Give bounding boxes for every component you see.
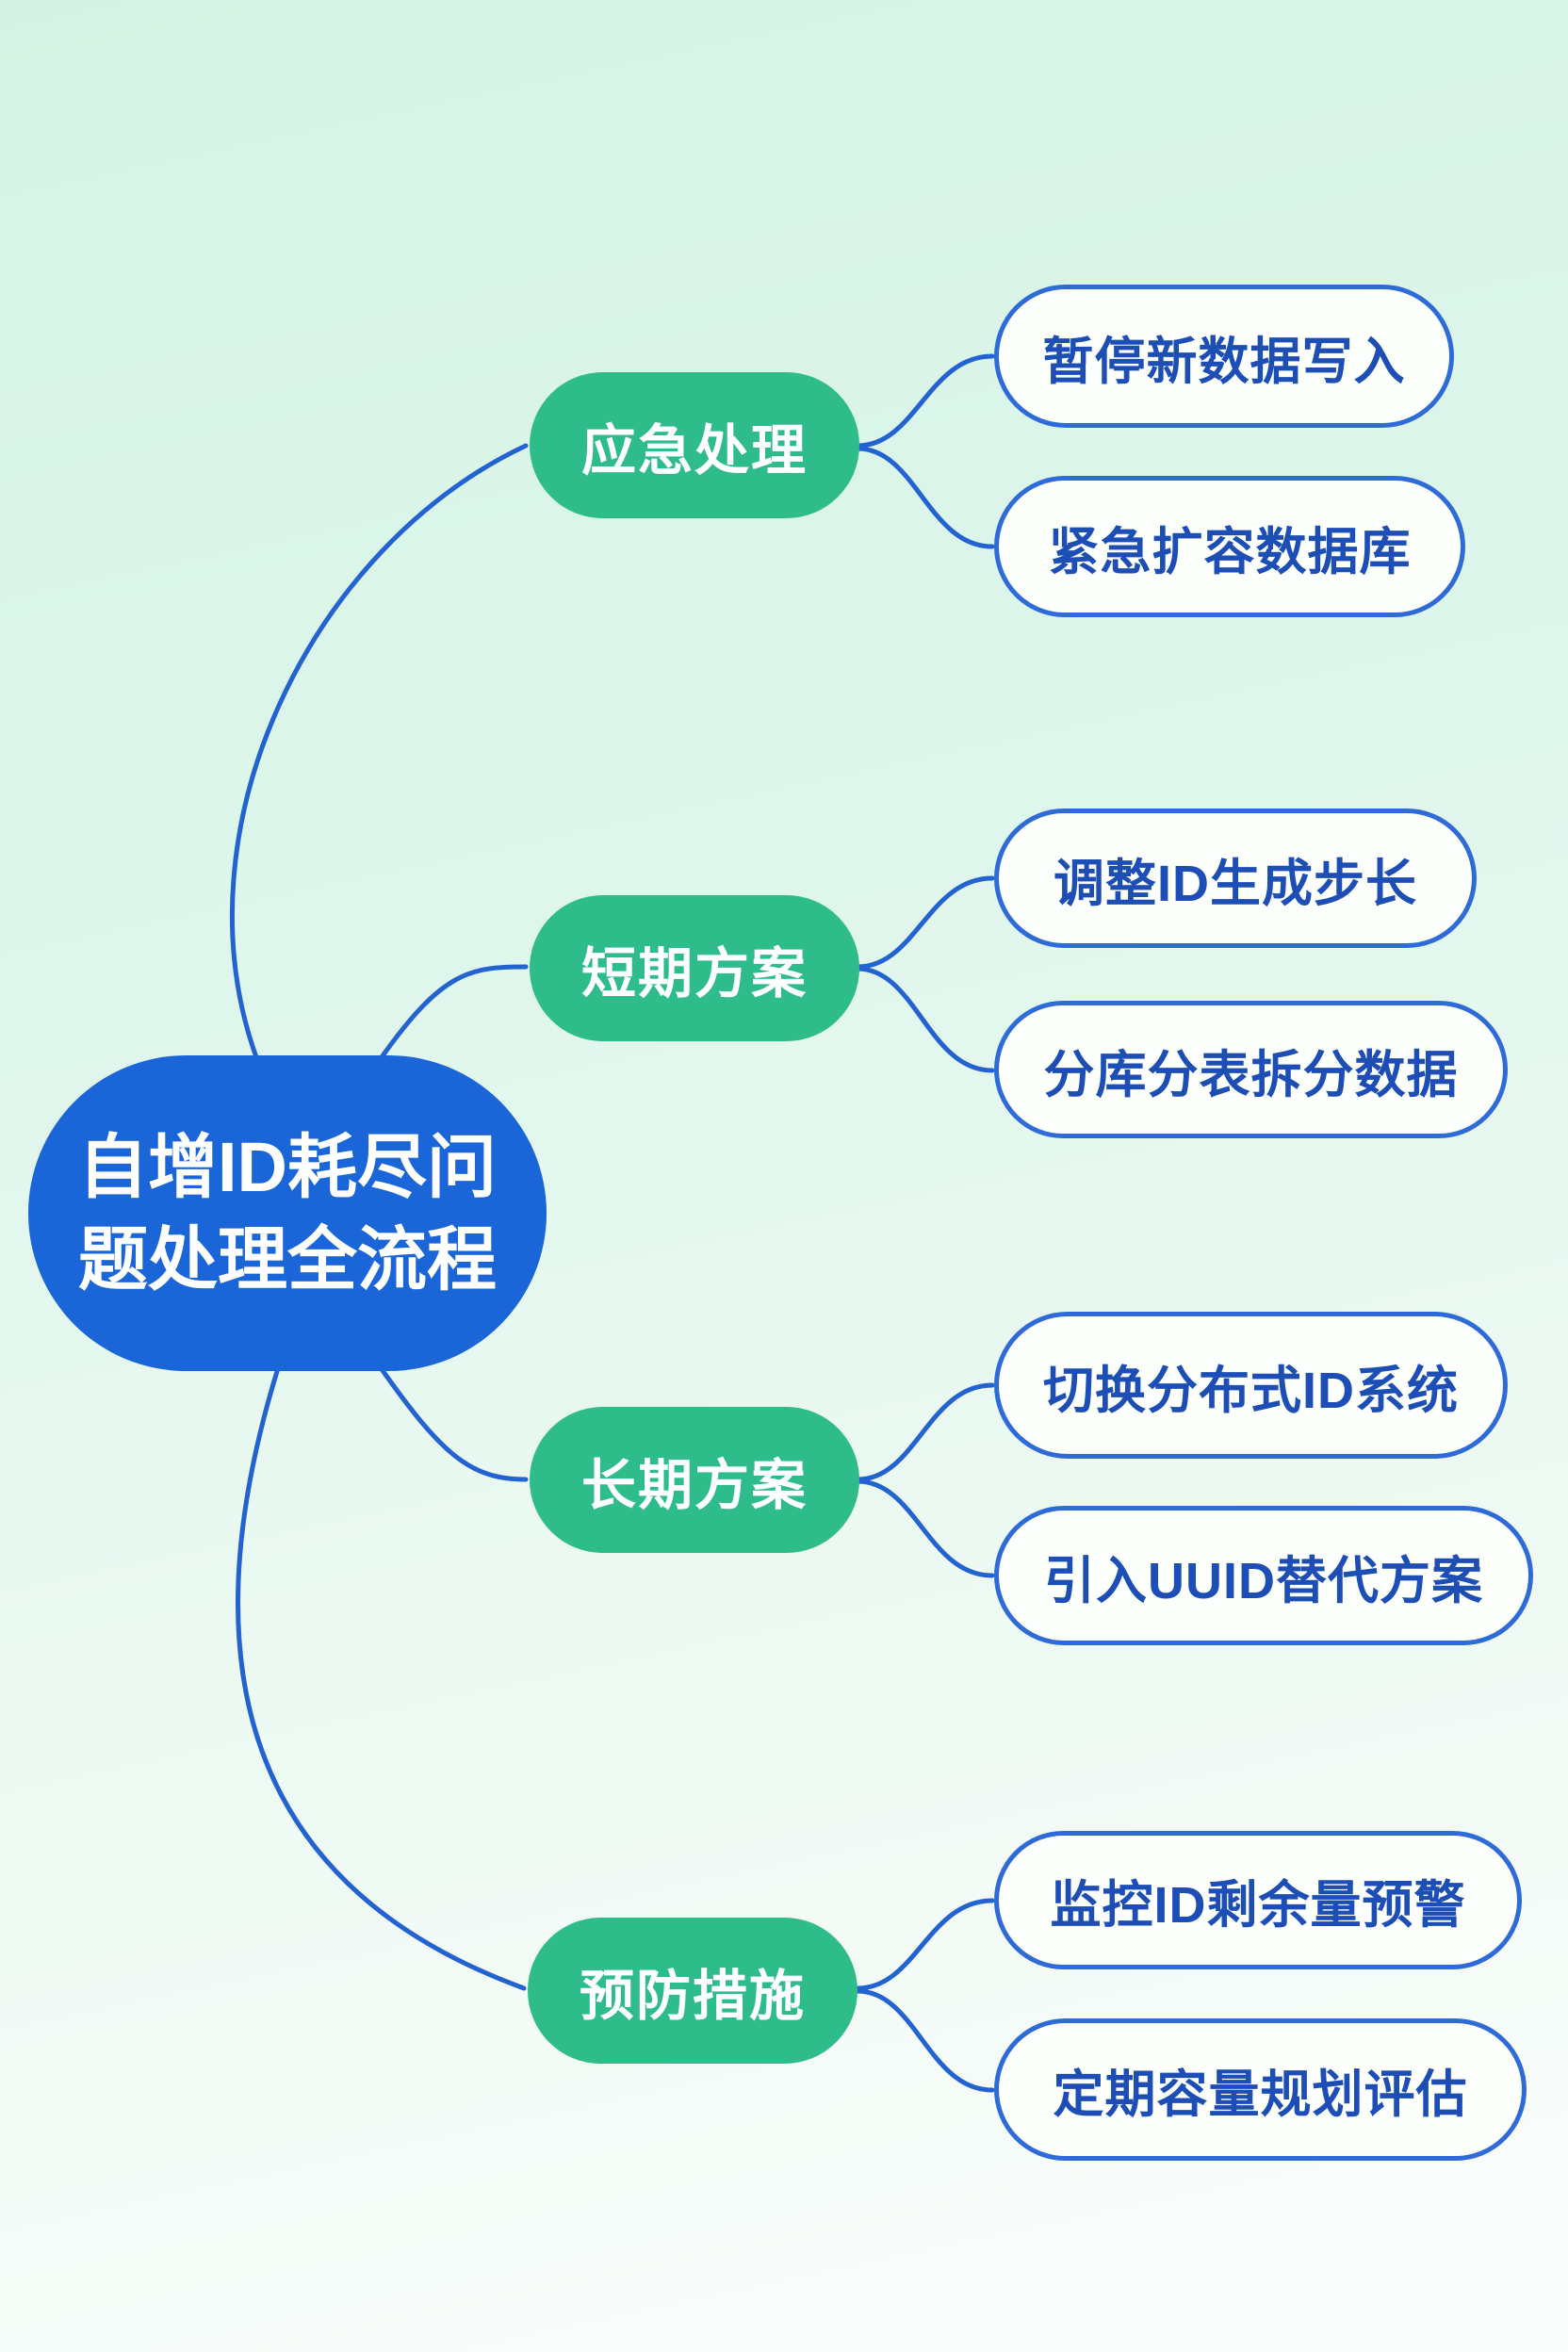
leaf-node-distributed-id[interactable]: 切换分布式ID系统	[994, 1312, 1508, 1459]
leaf-node-pause-writes[interactable]: 暂停新数据写入	[994, 285, 1454, 428]
leaf-label: 紧急扩容数据库	[1048, 523, 1412, 580]
leaf-label: 分库分表拆分数据	[1043, 1046, 1459, 1103]
leaf-label: 定期容量规划评估	[1053, 2066, 1468, 2123]
connector-branch4-leaf1	[855, 1898, 995, 1991]
connector-branch1-leaf2	[855, 446, 995, 549]
leaf-node-expand-database[interactable]: 紧急扩容数据库	[994, 476, 1465, 617]
connector-root-branch1	[229, 443, 529, 1060]
root-label-line2: 题处理全流程	[78, 1219, 497, 1298]
branch-label: 应急处理	[580, 419, 808, 482]
connector-branch4-leaf2	[855, 1988, 995, 2093]
leaf-node-adjust-id-step[interactable]: 调整ID生成步长	[994, 808, 1477, 948]
connector-branch1-leaf1	[855, 353, 995, 449]
branch-node-long-term[interactable]: 长期方案	[530, 1407, 859, 1553]
branch-label: 长期方案	[580, 1454, 808, 1516]
leaf-node-monitor-id-alert[interactable]: 监控ID剩余量预警	[994, 1831, 1522, 1969]
connector-root-branch4	[236, 1365, 527, 1991]
connector-branch3-leaf1	[855, 1382, 995, 1482]
connector-branch2-leaf2	[855, 966, 995, 1073]
root-label-line1: 自增ID耗尽问	[78, 1127, 497, 1206]
leaf-label: 引入UUID替代方案	[1044, 1552, 1483, 1609]
branch-label: 预防措施	[579, 1965, 806, 2027]
branch-label: 短期方案	[580, 942, 808, 1004]
branch-node-prevention[interactable]: 预防措施	[528, 1918, 858, 2064]
leaf-label: 暂停新数据写入	[1042, 333, 1406, 390]
connector-root-branch3	[379, 1366, 529, 1482]
leaf-node-capacity-review[interactable]: 定期容量规划评估	[994, 2018, 1527, 2161]
branch-node-short-term[interactable]: 短期方案	[530, 895, 859, 1041]
leaf-node-sharding-split[interactable]: 分库分表拆分数据	[994, 1001, 1508, 1138]
connector-branch3-leaf2	[855, 1478, 995, 1578]
branch-node-emergency[interactable]: 应急处理	[530, 372, 859, 518]
connector-branch2-leaf1	[855, 875, 995, 970]
connector-root-branch2	[379, 964, 529, 1060]
root-node[interactable]: 自增ID耗尽问 题处理全流程	[28, 1055, 547, 1371]
leaf-label: 切换分布式ID系统	[1043, 1362, 1459, 1419]
leaf-label: 监控ID剩余量预警	[1050, 1877, 1466, 1934]
leaf-label: 调整ID生成步长	[1054, 855, 1417, 912]
leaf-node-uuid-alternative[interactable]: 引入UUID替代方案	[994, 1506, 1533, 1645]
